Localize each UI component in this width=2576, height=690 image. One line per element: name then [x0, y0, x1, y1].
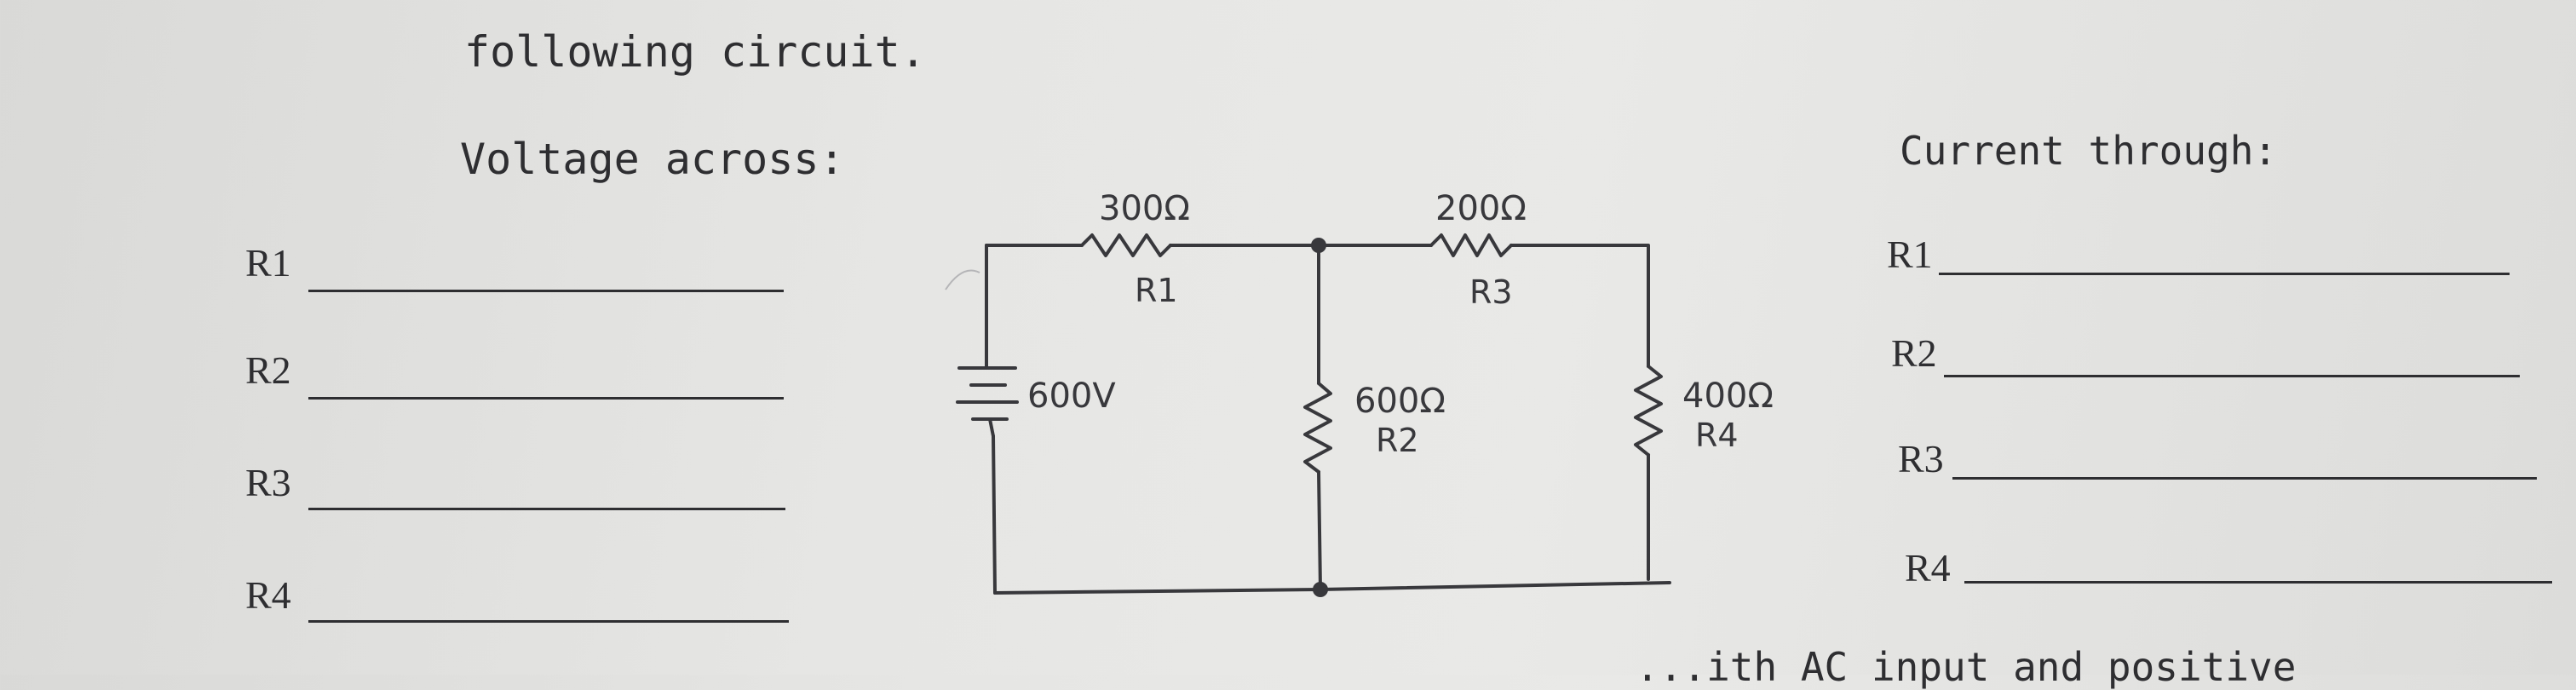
- current-answer-line-r4[interactable]: [1964, 581, 2552, 584]
- wire-bottom: [993, 581, 1671, 595]
- current-heading: Current through:: [1900, 128, 2278, 174]
- r3-name-label: R3: [1469, 273, 1513, 311]
- voltage-heading: Voltage across:: [460, 135, 845, 184]
- junction-node-bottom: [1313, 582, 1328, 597]
- current-answer-line-r3[interactable]: [1952, 477, 2537, 480]
- resistor-r1-symbol: [1080, 233, 1172, 257]
- source-voltage-label: 600V: [1027, 377, 1116, 416]
- resistor-r4-symbol: [1634, 365, 1663, 457]
- voltage-row-label-r3: R3: [245, 461, 291, 504]
- resistor-r3-symbol: [1429, 233, 1513, 257]
- r2-name-label: R2: [1376, 422, 1419, 459]
- voltage-answer-line-r4[interactable]: [308, 620, 789, 623]
- r1-value-label: 300Ω: [1099, 189, 1190, 228]
- junction-node-top: [1311, 238, 1326, 253]
- wire-left-bottom: [992, 434, 997, 595]
- current-row-label-r1: R1: [1887, 233, 1933, 276]
- voltage-answer-line-r3[interactable]: [308, 508, 785, 510]
- current-row-label-r2: R2: [1891, 331, 1937, 375]
- voltage-row-label-r1: R1: [245, 241, 291, 285]
- r2-value-label: 600Ω: [1354, 382, 1446, 421]
- current-row-label-r4: R4: [1905, 546, 1951, 589]
- r4-value-label: 400Ω: [1682, 377, 1774, 416]
- voltage-row-label-r2: R2: [245, 348, 291, 392]
- voltage-answer-line-r2[interactable]: [308, 397, 784, 400]
- r1-name-label: R1: [1135, 272, 1178, 309]
- current-answer-line-r1[interactable]: [1939, 273, 2510, 275]
- circuit-diagram: 300Ω R1 200Ω R3 600V 600Ω R2 400Ω R4: [945, 189, 1774, 597]
- wire-middle-bottom: [1317, 470, 1322, 591]
- battery-symbol: [956, 356, 1019, 438]
- r4-name-label: R4: [1695, 417, 1739, 454]
- voltage-answer-line-r1[interactable]: [308, 290, 784, 292]
- wire-top-right: [1509, 244, 1650, 368]
- intro-text: following circuit.: [464, 27, 926, 77]
- r3-value-label: 200Ω: [1435, 189, 1527, 228]
- resistor-r2-symbol: [1303, 382, 1332, 474]
- voltage-row-label-r4: R4: [245, 573, 291, 617]
- current-row-label-r3: R3: [1898, 437, 1944, 480]
- bottom-cut-text: ...ith AC input and positive: [1636, 644, 2297, 690]
- current-answer-line-r2[interactable]: [1944, 375, 2520, 377]
- pencil-arrow-mark: [945, 269, 980, 290]
